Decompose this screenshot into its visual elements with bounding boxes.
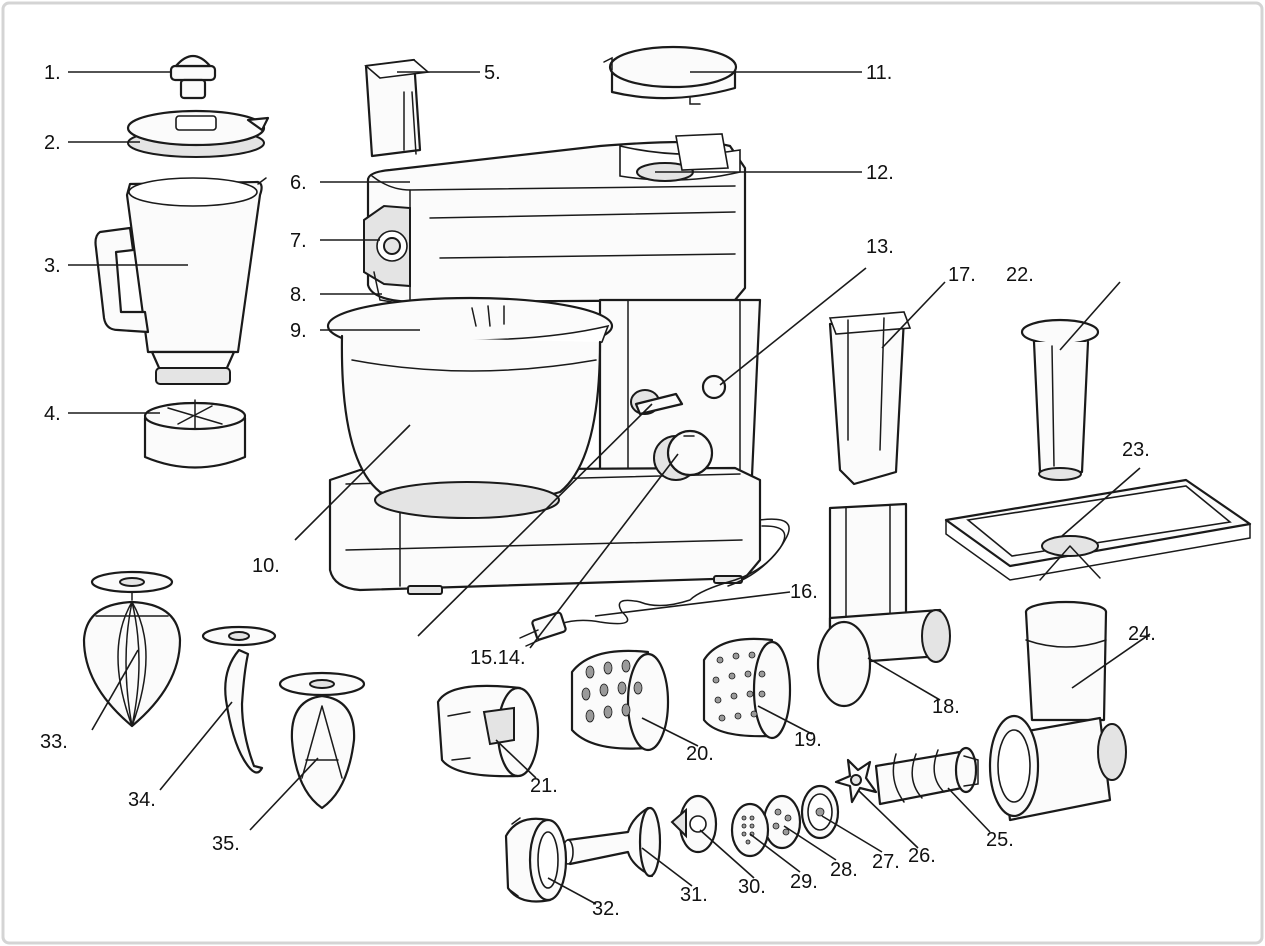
- callout-31: 31.: [680, 884, 708, 906]
- callout-16: 16.: [790, 581, 818, 603]
- mixing-bowl: [340, 334, 602, 519]
- callout-20: 20.: [686, 743, 714, 765]
- dough-hook: [201, 625, 277, 774]
- grinder-body: [988, 600, 1127, 822]
- pusher-22: [1020, 318, 1100, 481]
- callout-8: 8.: [290, 284, 307, 306]
- medium-plate: [762, 794, 802, 850]
- locking-ring: [504, 817, 568, 903]
- callout-3: 3.: [44, 255, 61, 277]
- leader-lines: [68, 71, 1151, 905]
- callout-9: 9.: [290, 320, 307, 342]
- callout-19: 19.: [794, 729, 822, 751]
- whisk: [82, 570, 182, 728]
- shredder-drum-20: [570, 649, 670, 752]
- callout-34: 34.: [128, 789, 156, 811]
- blender-blade-base: [143, 399, 247, 469]
- blender-jug: [94, 177, 267, 385]
- callout-2: 2.: [44, 132, 61, 154]
- mixer-head: [363, 133, 747, 304]
- fine-plate: [800, 784, 840, 840]
- sausage-separator: [670, 794, 718, 854]
- callout-22: 22.: [1006, 264, 1034, 286]
- callout-29: 29.: [790, 871, 818, 893]
- coarse-plate: [730, 802, 770, 858]
- callout-35: 35.: [212, 833, 240, 855]
- cutting-blade: [834, 758, 878, 804]
- callout-12: 12.: [866, 162, 894, 184]
- callout-21: 21.: [530, 775, 558, 797]
- callout-4: 4.: [44, 403, 61, 425]
- callout-15-14: 15.14.: [470, 647, 526, 669]
- head-button: [701, 374, 727, 400]
- sausage-nozzle: [562, 806, 662, 878]
- callout-10: 10.: [252, 555, 280, 577]
- slicer-housing: [816, 502, 951, 708]
- callout-18: 18.: [932, 696, 960, 718]
- callout-6: 6.: [290, 172, 307, 194]
- blender-lid: [126, 109, 270, 158]
- speed-knob: [653, 429, 714, 481]
- callout-27: 27.: [872, 851, 900, 873]
- callout-1: 1.: [44, 62, 61, 84]
- auger: [874, 746, 979, 806]
- callout-26: 26.: [908, 845, 936, 867]
- pusher-17: [828, 311, 912, 486]
- callout-23: 23.: [1122, 439, 1150, 461]
- callout-33: 33.: [40, 731, 68, 753]
- callout-13: 13.: [866, 236, 894, 258]
- speed-outlet-cover: [364, 58, 430, 158]
- callout-7: 7.: [290, 230, 307, 252]
- callout-28: 28.: [830, 859, 858, 881]
- grater-drum-19: [702, 637, 792, 740]
- callout-5: 5.: [484, 62, 501, 84]
- flat-beater: [278, 671, 366, 810]
- blender-cap: [169, 54, 217, 100]
- callout-30: 30.: [738, 876, 766, 898]
- callout-24: 24.: [1128, 623, 1156, 645]
- slicing-drum-21: [436, 684, 540, 778]
- callout-25: 25.: [986, 829, 1014, 851]
- callout-17: 17.: [948, 264, 976, 286]
- food-tray: [944, 478, 1252, 581]
- callout-32: 32.: [592, 898, 620, 920]
- callout-11: 11.: [866, 62, 892, 84]
- top-outlet-cover: [603, 45, 738, 105]
- callouts: 1. 2. 3. 4. 5. 6. 7. 8. 9. 10. 11. 12. 1…: [40, 62, 1156, 920]
